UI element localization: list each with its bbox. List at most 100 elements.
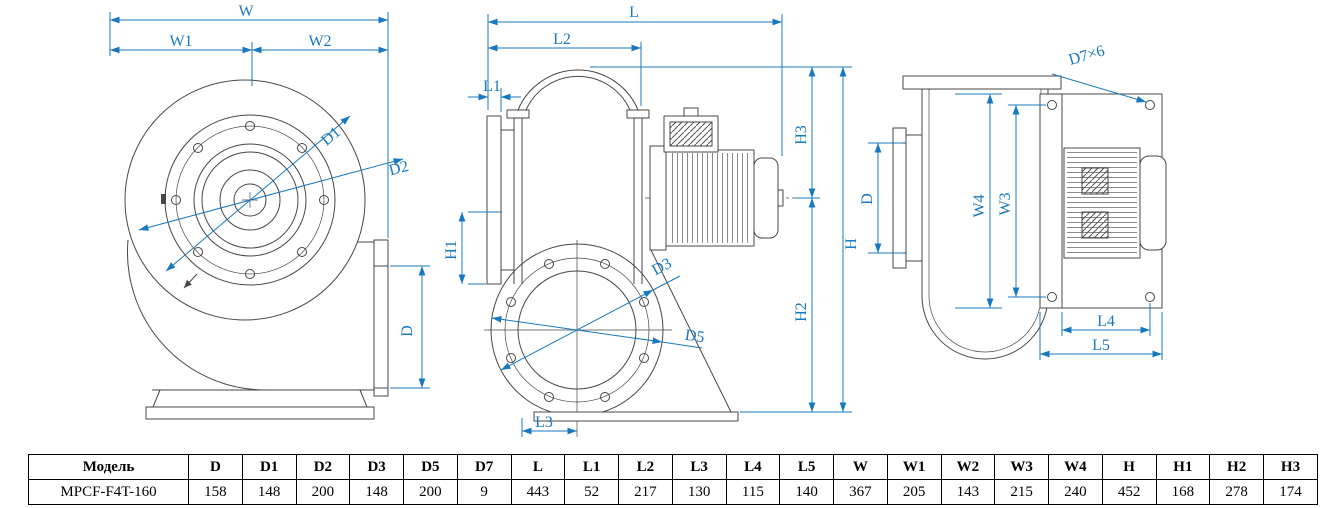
header-w2: W2 (940, 454, 996, 480)
header-l5: L5 (779, 454, 834, 480)
header-d3: D3 (349, 454, 404, 480)
header-d5: D5 (403, 454, 458, 480)
base-plate-side (533, 411, 739, 422)
value-h3: 174 (1263, 479, 1318, 505)
value-w2: 143 (940, 479, 996, 505)
housing-rear-outline (921, 89, 1049, 360)
header-w4: W4 (1048, 454, 1103, 480)
housing-rear-inner (928, 89, 1042, 353)
ext-line (955, 93, 1002, 309)
outlet-opening-marks (374, 265, 388, 389)
header-w1: W1 (886, 454, 942, 480)
value-w4: 240 (1048, 479, 1103, 505)
header-w: W (833, 454, 888, 480)
header-l: L (510, 454, 566, 480)
value-d2: 200 (295, 479, 351, 505)
dim-label-l2: L2 (553, 31, 571, 48)
terminal-box-cover (669, 121, 713, 147)
value-l1: 52 (564, 479, 619, 505)
dim-label-d7: D7×6 (1067, 42, 1107, 68)
motor-fan-cover (753, 157, 779, 239)
inlet-cone-edges (501, 129, 514, 271)
dim-label-l: L (629, 4, 639, 21)
value-model: MPCF-F4T-160 (28, 479, 189, 505)
table-header-row: Модель D D1 D2 D3 D5 D7 L L1 L2 L3 L4 L5… (28, 454, 1318, 480)
mounting-plate-holes (1047, 100, 1155, 302)
rotation-arrow-icon (183, 273, 198, 289)
value-d5: 200 (403, 479, 458, 505)
dim-line-d5 (491, 315, 663, 345)
value-w1: 205 (886, 479, 942, 505)
scroll-dome-outer (517, 69, 639, 111)
header-d1: D1 (241, 454, 297, 480)
dim-label-w: W (238, 3, 254, 20)
side-view (484, 69, 795, 437)
table-row: MPCF-F4T-160 158 148 200 148 200 9 443 5… (28, 479, 1318, 505)
rear-view-dimensions: D W4 W3 L4 L5 D7×6 (859, 42, 1163, 360)
housing-wall-cap-left (506, 109, 530, 119)
scroll-dome-inner (525, 75, 631, 111)
header-l2: L2 (618, 454, 673, 480)
dim-label-w1: W1 (169, 33, 192, 50)
support-gusset (650, 249, 732, 413)
inlet-flange-side (486, 115, 502, 285)
housing-side-walls (513, 118, 643, 284)
front-view-dimensions: W W1 W2 D1 D2 D (109, 3, 430, 389)
dim-label-l5: L5 (1092, 337, 1110, 354)
value-l: 443 (510, 479, 566, 505)
dim-label-w4: W4 (971, 194, 988, 217)
header-d7: D7 (456, 454, 512, 480)
dim-label-h3: H3 (793, 125, 810, 145)
dim-label-l3: L3 (535, 414, 553, 431)
dim-label-d: D (399, 325, 416, 337)
dim-label-d5: D5 (684, 327, 706, 347)
dim-label-h1: H1 (443, 240, 460, 260)
header-h2: H2 (1209, 454, 1264, 480)
dim-label-h: H (843, 238, 860, 250)
technical-drawing: W W1 W2 D1 D2 D (109, 3, 1167, 437)
motor-fins (669, 153, 751, 243)
motor-end-stub (777, 189, 784, 207)
motor-fan-cover-rear (1139, 155, 1167, 251)
volute-spiral (126, 239, 374, 391)
header-d: D (188, 454, 243, 480)
terminal-block-upper (1081, 167, 1109, 195)
base-legs (152, 389, 368, 408)
value-h2: 278 (1209, 479, 1264, 505)
header-l1: L1 (564, 454, 619, 480)
header-h3: H3 (1263, 454, 1318, 480)
ext-line (868, 142, 903, 254)
top-outlet-flange (902, 75, 1062, 90)
leader-line (652, 275, 681, 291)
value-l4: 115 (725, 479, 781, 505)
side-view-dimensions: L L2 L1 H1 H3 H2 H L3 D3 D5 (443, 4, 860, 437)
dim-label-d-rear: D (859, 193, 876, 205)
base-plate (145, 406, 375, 420)
value-l2: 217 (618, 479, 673, 505)
terminal-block-lower (1081, 211, 1109, 239)
value-d3: 148 (349, 479, 404, 505)
value-w3: 215 (994, 479, 1049, 505)
outlet-flange-plate (373, 239, 389, 397)
header-d2: D2 (295, 454, 351, 480)
dim-label-d3: D3 (649, 255, 674, 279)
value-l5: 140 (779, 479, 834, 505)
header-l4: L4 (725, 454, 781, 480)
dim-label-w2: W2 (308, 33, 331, 50)
leader-line (661, 341, 703, 349)
motor-fins-rear (1067, 151, 1137, 255)
inlet-flange-rear (892, 127, 907, 269)
leader-line-d7 (1051, 73, 1147, 103)
housing-wall-cap-right (626, 109, 650, 119)
value-d: 158 (188, 479, 243, 505)
header-l3: L3 (671, 454, 727, 480)
dim-label-d2: D2 (387, 158, 410, 179)
dim-label-w3: W3 (997, 192, 1014, 215)
header-h1: H1 (1155, 454, 1211, 480)
dim-line-d2 (138, 158, 404, 231)
value-h1: 168 (1155, 479, 1211, 505)
front-view (124, 79, 389, 420)
rear-view (892, 75, 1167, 360)
motor-flange (649, 145, 667, 251)
key-marker (161, 194, 166, 204)
